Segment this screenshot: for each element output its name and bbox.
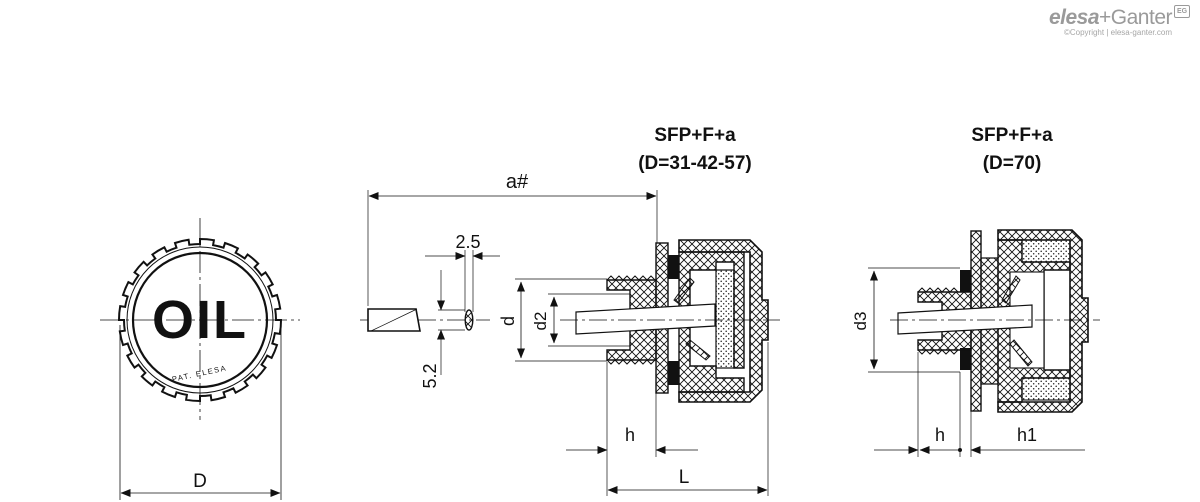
cap-shell-large [997, 229, 1089, 413]
inner-body-section [678, 251, 745, 393]
section-large-title-2: (D=70) [983, 153, 1042, 174]
brand-name: elesa+Ganter [1048, 6, 1173, 29]
valve-spring-lower [685, 339, 711, 361]
gasket-top-large [960, 270, 971, 292]
dim-d2-label: d2 [531, 312, 550, 331]
dim-pin-width-label: 2.5 [455, 232, 480, 252]
brand-copyright: ©Copyright | elesa-ganter.com [1063, 28, 1172, 37]
gasket-top [668, 255, 679, 279]
valve-spring-upper [673, 277, 695, 304]
brand-badge: EG [1174, 5, 1190, 18]
filter-bottom-large [1021, 377, 1071, 401]
dim-L-label: L [679, 467, 690, 488]
pin-end-section [464, 309, 474, 331]
dim-a-label: a# [506, 171, 529, 193]
dim-d3-label: d3 [851, 312, 870, 331]
cap-knurl-outline [117, 237, 283, 403]
oil-text: OIL [152, 290, 248, 350]
pin-detail: 2.5 5.2 a# [360, 171, 658, 389]
thread-bottom-large [917, 349, 959, 355]
cap-knurl-inner-circle [126, 246, 274, 394]
thread-top-large [917, 287, 959, 293]
section-small-title-1: SFP+F+a [654, 125, 736, 146]
dipstick-rod [575, 303, 716, 335]
gasket-bottom-large [960, 348, 971, 370]
cap-shell [678, 239, 769, 403]
thread-top [606, 275, 656, 281]
cap-knurl-path [117, 237, 283, 403]
dim-d-label: d [498, 316, 518, 326]
section-large-title-1: SFP+F+a [971, 125, 1053, 146]
filter-top-large [1021, 239, 1071, 263]
dim-D-label: D [193, 471, 207, 492]
brand-logo: elesa+Ganter ©Copyright | elesa-ganter.c… [1048, 5, 1190, 37]
section-large: SFP+F+a (D=70) d3 [851, 125, 1100, 457]
gasket-bottom [668, 361, 679, 385]
front-view: OIL PAT. ELESA D [100, 218, 300, 500]
section-small: SFP+F+a (D=31-42-57) d d2 [498, 125, 780, 496]
dim-pin-height-label: 5.2 [420, 363, 440, 388]
valve-spring-lower-large [1009, 339, 1033, 367]
section-small-title-2: (D=31-42-57) [638, 153, 752, 174]
dim-h1-label: h1 [1017, 425, 1037, 445]
cap-inner-ring [131, 251, 269, 389]
valve-spring-upper-large [1001, 275, 1021, 304]
dim-h-label: h [625, 425, 635, 445]
pat-elesa-text: PAT. ELESA [171, 363, 228, 383]
thread-bottom [606, 359, 656, 365]
dim-h-large-label: h [935, 425, 945, 445]
filter-element [715, 269, 735, 369]
dipstick-rod-large [897, 304, 1033, 335]
